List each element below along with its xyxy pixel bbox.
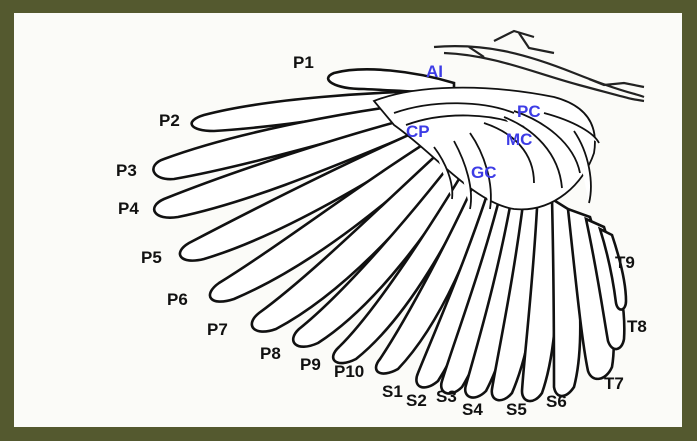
label-p4: P4: [118, 199, 139, 218]
label-p1: P1: [293, 53, 314, 72]
wing-drawing: P1 P2 P3 P4 P5 P6 P7 P8 P9 P10 S1 S2 S3 …: [14, 13, 682, 427]
label-s2: S2: [406, 391, 427, 410]
label-p6: P6: [167, 290, 188, 309]
label-alula: AI: [426, 62, 443, 81]
label-p7: P7: [207, 320, 228, 339]
label-median-coverts: MC: [506, 130, 532, 149]
label-primary-coverts: PC: [517, 102, 541, 121]
label-s6: S6: [546, 392, 567, 411]
wing-diagram: P1 P2 P3 P4 P5 P6 P7 P8 P9 P10 S1 S2 S3 …: [14, 13, 682, 427]
label-carpal: CP: [406, 122, 430, 141]
label-p5: P5: [141, 248, 162, 267]
label-t8: T8: [627, 317, 647, 336]
label-greater-coverts: GC: [471, 163, 497, 182]
label-s1: S1: [382, 382, 403, 401]
label-p9: P9: [300, 355, 321, 374]
label-p8: P8: [260, 344, 281, 363]
label-s3: S3: [436, 387, 457, 406]
label-p2: P2: [159, 111, 180, 130]
label-p10: P10: [334, 362, 364, 381]
label-t9: T9: [615, 253, 635, 272]
label-t7: T7: [604, 374, 624, 393]
label-p3: P3: [116, 161, 137, 180]
label-s4: S4: [462, 400, 483, 419]
label-s5: S5: [506, 400, 527, 419]
